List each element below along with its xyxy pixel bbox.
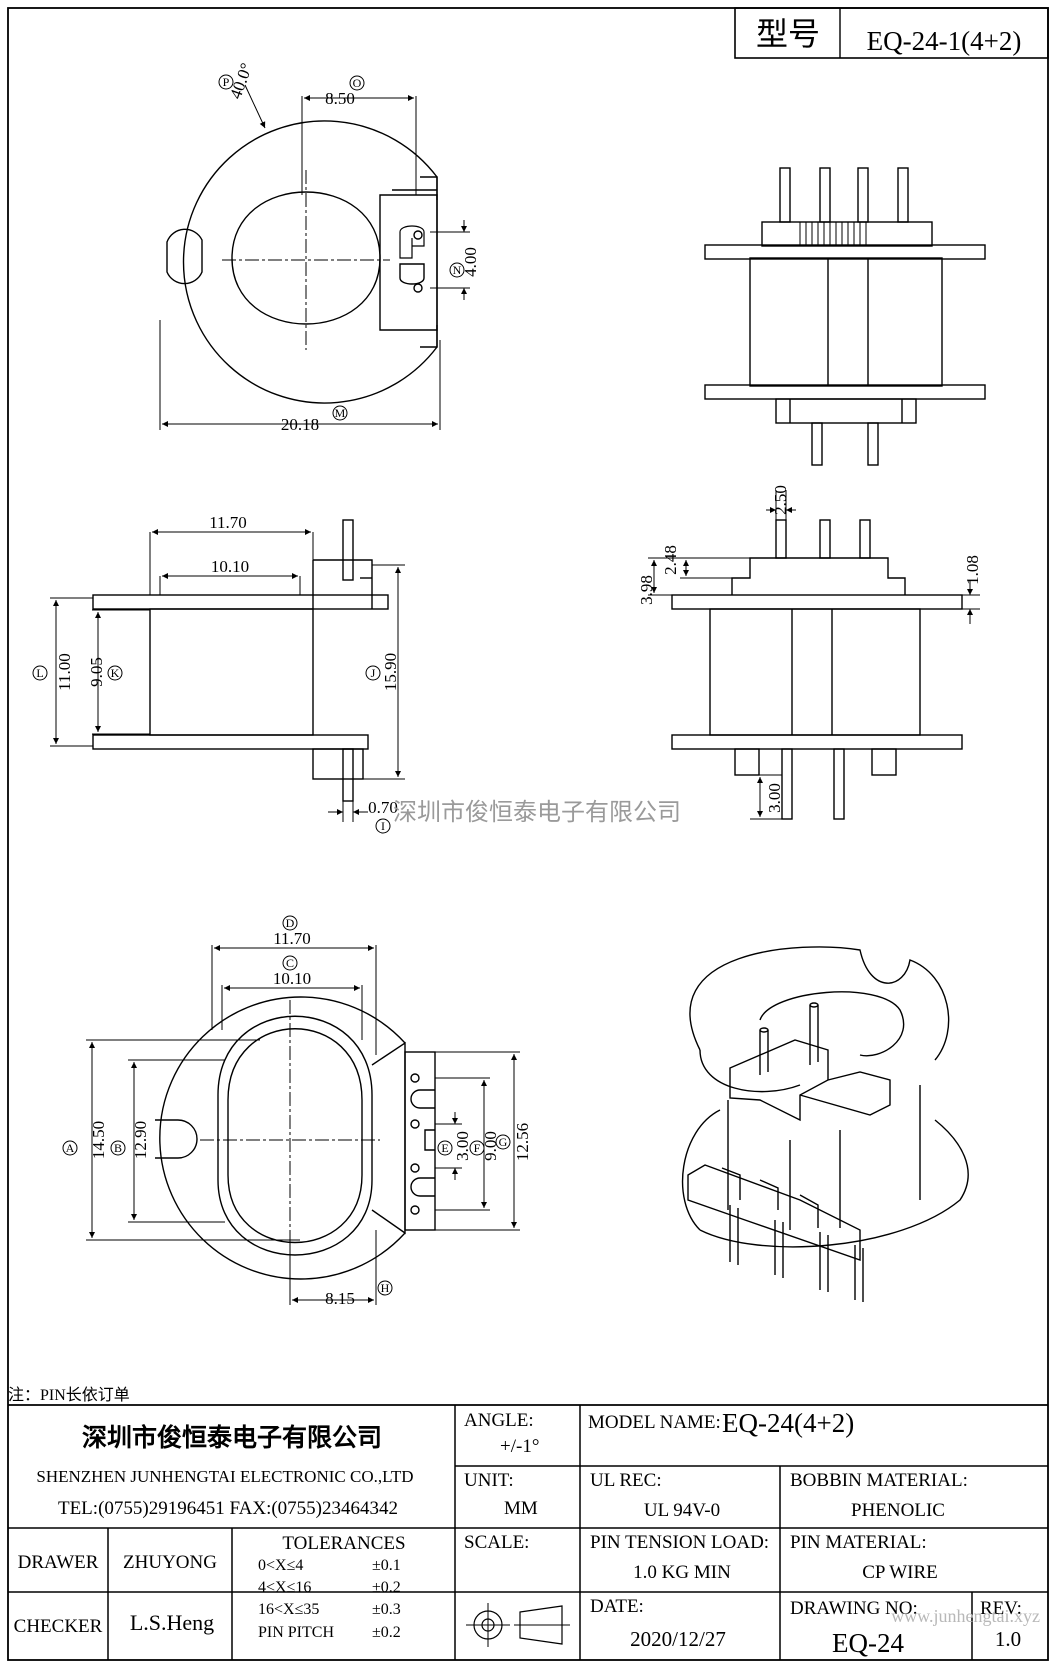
svg-text:9.00: 9.00 [481,1131,500,1161]
svg-text:0<X≤4: 0<X≤4 [258,1557,303,1574]
svg-text:4.00: 4.00 [461,247,480,277]
svg-text:2.48: 2.48 [661,545,680,575]
svg-text:ANGLE:: ANGLE: [464,1410,534,1431]
bottom-view [86,945,520,1305]
svg-text:4<X≤16: 4<X≤16 [258,1579,311,1596]
svg-text:1.08: 1.08 [963,555,982,585]
svg-text:1.0 KG MIN: 1.0 KG MIN [633,1562,731,1583]
model-value: EQ-24-1(4+2) [867,26,1022,56]
svg-text:PIN MATERIAL:: PIN MATERIAL: [790,1532,927,1553]
checker-label: CHECKER [14,1616,103,1637]
svg-text:EQ-24: EQ-24 [832,1628,904,1658]
svg-text:B: B [114,1141,122,1155]
svg-text:UL 94V-0: UL 94V-0 [644,1500,720,1521]
model-cn-label: 型号 [756,16,820,52]
svg-text:16<X≤35: 16<X≤35 [258,1601,319,1618]
svg-text:11.00: 11.00 [55,653,74,691]
svg-text:EQ-24(4+2): EQ-24(4+2) [722,1408,854,1438]
model-box [734,7,1049,59]
note: 注：PIN长依订单 [8,1386,130,1404]
svg-text:3.00: 3.00 [765,783,784,813]
svg-text:BOBBIN MATERIAL:: BOBBIN MATERIAL: [790,1470,968,1491]
svg-text:DRAWING NO:: DRAWING NO: [790,1598,918,1619]
company-contact: TEL:(0755)29196451 FAX:(0755)23464342 [58,1498,398,1519]
watermark-center: 深圳市俊恒泰电子有限公司 [393,799,681,826]
svg-text:P: P [223,75,230,89]
company-name-cn: 深圳市俊恒泰电子有限公司 [82,1423,382,1452]
svg-text:12.56: 12.56 [513,1123,532,1161]
svg-text:D: D [286,916,295,930]
svg-text:I: I [381,819,385,833]
svg-text:11.70: 11.70 [209,513,247,532]
svg-text:C: C [286,956,294,970]
svg-text:K: K [111,666,120,680]
svg-text:40.0°: 40.0° [226,61,256,102]
svg-text:14.50: 14.50 [89,1121,108,1159]
svg-text:CP WIRE: CP WIRE [862,1562,937,1583]
svg-text:G: G [499,1135,508,1149]
svg-text:PHENOLIC: PHENOLIC [851,1500,945,1521]
svg-text:MM: MM [504,1498,538,1519]
svg-text:O: O [353,76,362,90]
svg-text:H: H [381,1281,390,1295]
svg-text:±0.2: ±0.2 [372,1624,401,1641]
svg-text:N: N [453,263,462,277]
svg-text:J: J [371,666,376,680]
svg-text:M: M [335,406,346,420]
svg-text:8.15: 8.15 [325,1289,355,1308]
svg-text:12.90: 12.90 [131,1121,150,1159]
drawer-value: ZHUYONG [123,1552,217,1573]
svg-text:10.10: 10.10 [273,969,311,988]
company-name-en: SHENZHEN JUNHENGTAI ELECTRONIC CO.,LTD [36,1467,413,1486]
svg-text:11.70: 11.70 [273,929,311,948]
side-view-top [704,167,986,466]
svg-text:F: F [474,1141,481,1155]
svg-text:UNIT:: UNIT: [464,1470,514,1491]
svg-text:REV:: REV: [980,1598,1022,1619]
svg-text:+/-1°: +/-1° [500,1436,539,1457]
svg-text:10.10: 10.10 [211,557,249,576]
svg-text:±0.2: ±0.2 [372,1579,401,1596]
tolerances-header: TOLERANCES [282,1533,405,1554]
title-block [8,1404,1048,1660]
spec-cells: ANGLE: +/-1° MODEL NAME: EQ-24(4+2) UNIT… [464,1408,1022,1658]
drawer-label: DRAWER [18,1552,99,1573]
svg-text:MODEL NAME:: MODEL NAME: [588,1412,721,1433]
svg-text:8.50: 8.50 [325,89,355,108]
svg-text:UL REC:: UL REC: [590,1470,662,1491]
dim-circles: P O N M L K J I D C A B E F G H [32,74,511,1296]
svg-text:L: L [36,666,43,680]
svg-text:PIN TENSION LOAD:: PIN TENSION LOAD: [590,1532,769,1553]
svg-text:1.0: 1.0 [995,1627,1021,1651]
svg-text:A: A [66,1141,75,1155]
svg-text:2020/12/27: 2020/12/27 [630,1627,726,1651]
side-view-left [50,519,405,822]
svg-text:E: E [441,1141,448,1155]
svg-text:15.90: 15.90 [381,653,400,691]
svg-text:2.50: 2.50 [771,485,790,515]
svg-text:0.70: 0.70 [368,798,398,817]
checker-value: L.S.Heng [130,1610,214,1635]
drawing-border [7,7,1049,1661]
dim-values: 40.0° 8.50 4.00 20.18 11.70 10.10 11.00 … [55,61,982,1308]
svg-text:PIN PITCH: PIN PITCH [258,1624,334,1641]
top-view [159,84,470,430]
svg-text:±0.3: ±0.3 [372,1601,401,1618]
watermark-corner: www.junhengtai.xyz [891,1606,1040,1626]
isometric-view [681,946,969,1302]
svg-text:DATE:: DATE: [590,1596,644,1617]
svg-text:SCALE:: SCALE: [464,1532,529,1553]
svg-text:3.00: 3.00 [453,1131,472,1161]
svg-text:±0.1: ±0.1 [372,1557,401,1574]
tolerance-table: 0<X≤4 ±0.1 4<X≤16 ±0.2 16<X≤35 ±0.3 PIN … [258,1557,401,1641]
svg-text:9.05: 9.05 [87,657,106,687]
svg-text:20.18: 20.18 [281,415,319,434]
front-view [648,490,980,820]
svg-text:3.98: 3.98 [637,575,656,605]
